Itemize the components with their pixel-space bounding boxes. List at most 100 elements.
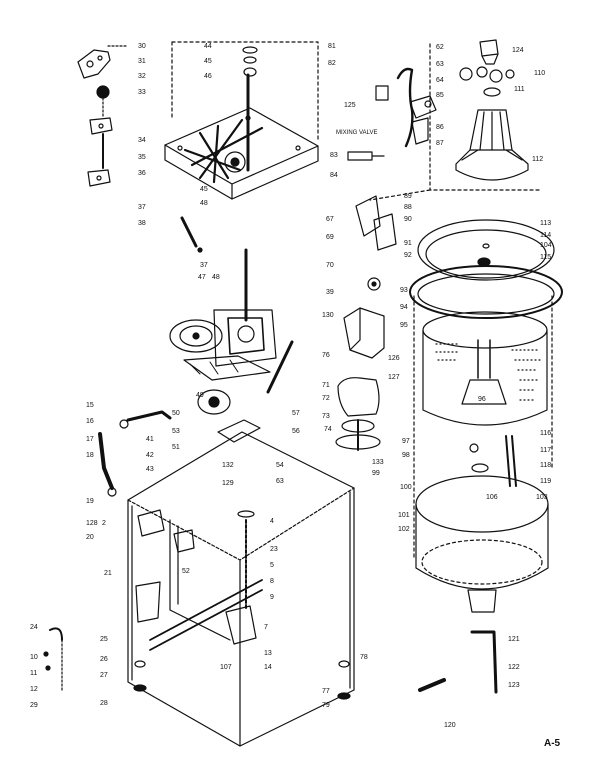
dogs-110 (459, 66, 515, 83)
part-number: 31 (138, 58, 146, 65)
dashed-frame-right (369, 43, 541, 201)
part-number: 81 (328, 43, 336, 50)
part-number: 10 (30, 654, 38, 661)
part-number: 13 (264, 650, 272, 657)
part-number: 24 (30, 624, 38, 631)
part-number: 71 (322, 382, 330, 389)
part-number: 45 (204, 58, 212, 65)
part-number: 100 (400, 484, 412, 491)
part-number: 85 (436, 92, 444, 99)
part-number: 45 (200, 186, 208, 193)
part-number: 84 (330, 172, 338, 179)
mixing-valve-label: MIXING VALVE (336, 130, 378, 136)
ball-part-33 (96, 85, 110, 119)
part-number: 11 (30, 670, 38, 677)
part-number: 130 (322, 312, 334, 319)
part-number: 64 (436, 77, 444, 84)
part-number: 63 (436, 61, 444, 68)
part-number: 74 (324, 426, 332, 433)
part-number: 97 (402, 438, 410, 445)
hose-17 (98, 432, 117, 497)
part-number: 38 (138, 220, 146, 227)
part-number: 126 (388, 355, 400, 362)
part-number: 49 (196, 392, 204, 399)
part-number: 25 (100, 636, 108, 643)
part-number: 122 (508, 664, 520, 671)
part-number: 56 (292, 428, 300, 435)
part-number: 69 (326, 234, 334, 241)
part-number: 79 (322, 702, 330, 709)
part-number: 23 (270, 546, 278, 553)
part-number: 29 (30, 702, 38, 709)
part-number: 70 (326, 262, 334, 269)
plate-34 (89, 117, 113, 169)
page-code: A-5 (544, 738, 561, 749)
part-number: 12 (30, 686, 38, 693)
part-number: 73 (322, 413, 330, 420)
part-number: 27 (100, 672, 108, 679)
part-number: 37 (200, 262, 208, 269)
part-number: 102 (398, 526, 410, 533)
part-number: 113 (540, 220, 552, 227)
part-number: 44 (204, 43, 212, 50)
agitator-112 (455, 87, 529, 181)
motor-pulley-49 (197, 389, 231, 415)
hose-62 (396, 67, 414, 148)
cabinet-frame (127, 431, 355, 747)
part-number: 14 (264, 664, 272, 671)
part-number: 17 (86, 436, 94, 443)
part-number: 78 (360, 654, 368, 661)
part-number: 106 (486, 494, 498, 501)
part-number: 26 (100, 656, 108, 663)
clamp-25 (43, 627, 63, 693)
part-number: 103 (536, 494, 548, 501)
part-number: 129 (222, 480, 234, 487)
part-number: 127 (388, 374, 400, 381)
switch-52 (173, 529, 195, 553)
part-number: 39 (326, 289, 334, 296)
dashed-line-tub (413, 295, 553, 561)
part-number: 35 (138, 154, 146, 161)
part-number: 57 (292, 410, 300, 417)
part-number: 63 (276, 478, 284, 485)
part-number: 42 (146, 452, 154, 459)
part-number: 120 (444, 722, 456, 729)
part-number: 9 (270, 594, 274, 601)
part-number: 4 (270, 518, 274, 525)
part-number: 124 (512, 47, 524, 54)
hose-50 (119, 410, 172, 429)
part-number: 5 (270, 562, 274, 569)
part-number: 89 (404, 193, 412, 200)
part-number: 125 (344, 102, 356, 109)
part-number: 99 (372, 470, 380, 477)
part-number: 47 (198, 274, 206, 281)
part-number: 116 (540, 430, 552, 437)
part-number: 101 (398, 512, 410, 519)
valve-85 (409, 95, 437, 145)
brake-assembly-91 (355, 195, 397, 291)
part-number: 72 (322, 395, 330, 402)
part-number: 51 (172, 444, 180, 451)
part-number: 93 (400, 287, 408, 294)
part-number: 32 (138, 73, 146, 80)
bracket-130 (217, 419, 261, 443)
part-number: 112 (532, 156, 544, 163)
agitator-cap-124 (479, 39, 499, 65)
part-number: 2 (102, 520, 106, 527)
part-number: 95 (400, 322, 408, 329)
part-number: 41 (146, 436, 154, 443)
part-number: 111 (514, 86, 525, 93)
part-number: 52 (182, 568, 190, 575)
part-number: 33 (138, 89, 146, 96)
part-number: 20 (86, 534, 94, 541)
part-number: 34 (138, 137, 146, 144)
leg-7 (225, 605, 257, 645)
part-number: 67 (326, 216, 334, 223)
part-number: 43 (146, 466, 154, 473)
part-number: 110 (534, 70, 546, 77)
part-number: 21 (104, 570, 112, 577)
part-number: 30 (138, 43, 146, 50)
part-number: 48 (212, 274, 220, 281)
shaft-44 (242, 46, 258, 172)
